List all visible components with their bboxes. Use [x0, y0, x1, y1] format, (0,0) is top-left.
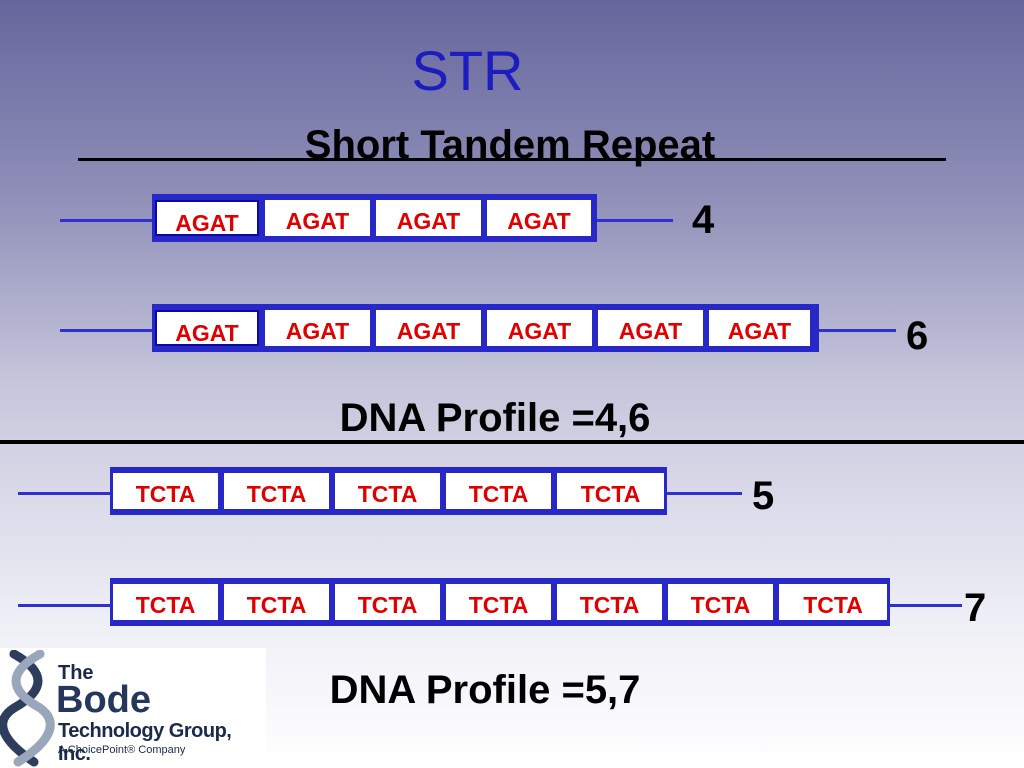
dna-strand-left — [18, 604, 110, 607]
company-logo: The Bode Technology Group, Inc. A Choice… — [0, 648, 266, 768]
dna-profile-second: DNA Profile =5,7 — [329, 668, 641, 712]
dna-strand-right — [597, 219, 673, 222]
repeat-unit: AGAT — [155, 310, 259, 346]
repeat-unit: TCTA — [557, 584, 662, 620]
section-divider — [0, 440, 1024, 444]
repeat-count: 4 — [692, 198, 715, 242]
title-underline-rule — [78, 158, 946, 161]
repeat-unit: AGAT — [376, 200, 481, 236]
repeat-unit: TCTA — [668, 584, 773, 620]
repeat-unit: AGAT — [487, 200, 591, 236]
str-allele-7: TCTA TCTA TCTA TCTA TCTA TCTA TCTA — [110, 578, 890, 626]
dna-strand-left — [60, 219, 152, 222]
repeat-unit: AGAT — [376, 310, 481, 346]
dna-strand-right — [667, 492, 742, 495]
repeat-unit: TCTA — [779, 584, 887, 620]
repeat-unit: AGAT — [709, 310, 810, 346]
dna-strand-right — [890, 604, 962, 607]
repeat-unit: TCTA — [557, 473, 664, 509]
slide-title: STR — [411, 39, 524, 102]
repeat-unit: AGAT — [265, 310, 370, 346]
repeat-unit: TCTA — [224, 584, 329, 620]
repeat-unit: AGAT — [265, 200, 370, 236]
repeat-unit: TCTA — [113, 473, 218, 509]
dna-strand-left — [60, 329, 152, 332]
repeat-unit: AGAT — [598, 310, 703, 346]
repeat-count: 7 — [964, 586, 987, 630]
dna-helix-icon — [0, 650, 55, 767]
repeat-unit: TCTA — [224, 473, 329, 509]
logo-the: The — [58, 662, 94, 684]
repeat-unit: TCTA — [335, 584, 440, 620]
logo-bode: Bode — [56, 679, 151, 721]
str-allele-6: AGAT AGAT AGAT AGAT AGAT AGAT — [152, 304, 819, 352]
str-allele-4: AGAT AGAT AGAT AGAT — [152, 194, 597, 242]
dna-strand-right — [819, 329, 896, 332]
logo-tagline: A ChoicePoint® Company — [58, 744, 186, 756]
repeat-unit: AGAT — [487, 310, 592, 346]
repeat-count: 6 — [906, 314, 929, 358]
dna-profile-first: DNA Profile =4,6 — [339, 396, 651, 440]
logo-company-name: Technology Group, Inc. — [58, 720, 232, 765]
repeat-unit: TCTA — [446, 473, 551, 509]
str-allele-5: TCTA TCTA TCTA TCTA TCTA — [110, 467, 667, 515]
repeat-count: 5 — [752, 474, 775, 518]
dna-strand-left — [18, 492, 110, 495]
repeat-unit: TCTA — [335, 473, 440, 509]
repeat-unit: TCTA — [446, 584, 551, 620]
repeat-unit: TCTA — [113, 584, 218, 620]
slide-subtitle: Short Tandem Repeat — [304, 123, 716, 167]
repeat-unit: AGAT — [155, 200, 259, 236]
